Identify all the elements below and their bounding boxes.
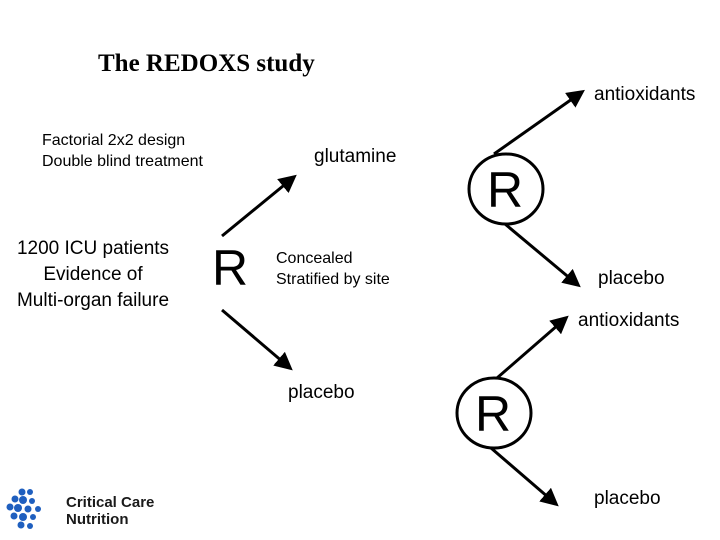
second-placebo-label: placebo [598, 268, 665, 289]
design-line-2: Double blind treatment [42, 153, 203, 170]
design-line-1: Factorial 2x2 design [42, 132, 186, 149]
first-randomization-symbol: R [212, 240, 249, 296]
second-antioxidants-label: antioxidants [594, 84, 696, 105]
arrow-to-antioxidants-1 [493, 89, 585, 156]
logo-line-1: Critical Care [66, 494, 155, 511]
third-placebo-label: placebo [594, 488, 661, 509]
population-line-3: Multi-organ failure [16, 290, 170, 311]
randomization-note-2: Stratified by site [276, 271, 390, 288]
arrow-to-placebo-2 [504, 222, 581, 288]
arrow-to-glutamine [221, 174, 297, 238]
second-randomization-circle [467, 152, 545, 226]
third-randomization-circle [455, 376, 533, 450]
diagram-title: The REDOXS study [98, 50, 315, 77]
arrow-to-placebo-3 [490, 446, 559, 507]
population-line-1: 1200 ICU patients [16, 238, 170, 259]
randomization-notes: Concealed Stratified by site [276, 248, 390, 290]
population-line-2: Evidence of [43, 264, 143, 285]
placebo-arm-label: placebo [288, 382, 355, 403]
population-description: 1200 ICU patients Evidence of Multi-orga… [0, 236, 186, 314]
critical-care-nutrition-logo [6, 488, 41, 529]
third-randomization-symbol: R [474, 386, 512, 442]
logo-line-2: Nutrition [66, 511, 129, 528]
arrow-to-antioxidants-2 [496, 315, 569, 380]
second-randomization-symbol: R [486, 162, 524, 218]
randomization-note-1: Concealed [276, 250, 353, 267]
glutamine-arm-label: glutamine [314, 146, 397, 167]
logo-wordmark: Critical Care Nutrition [66, 494, 154, 528]
design-description: Factorial 2x2 design Double blind treatm… [42, 130, 203, 172]
third-antioxidants-label: antioxidants [578, 310, 680, 331]
arrow-to-placebo [221, 308, 293, 371]
